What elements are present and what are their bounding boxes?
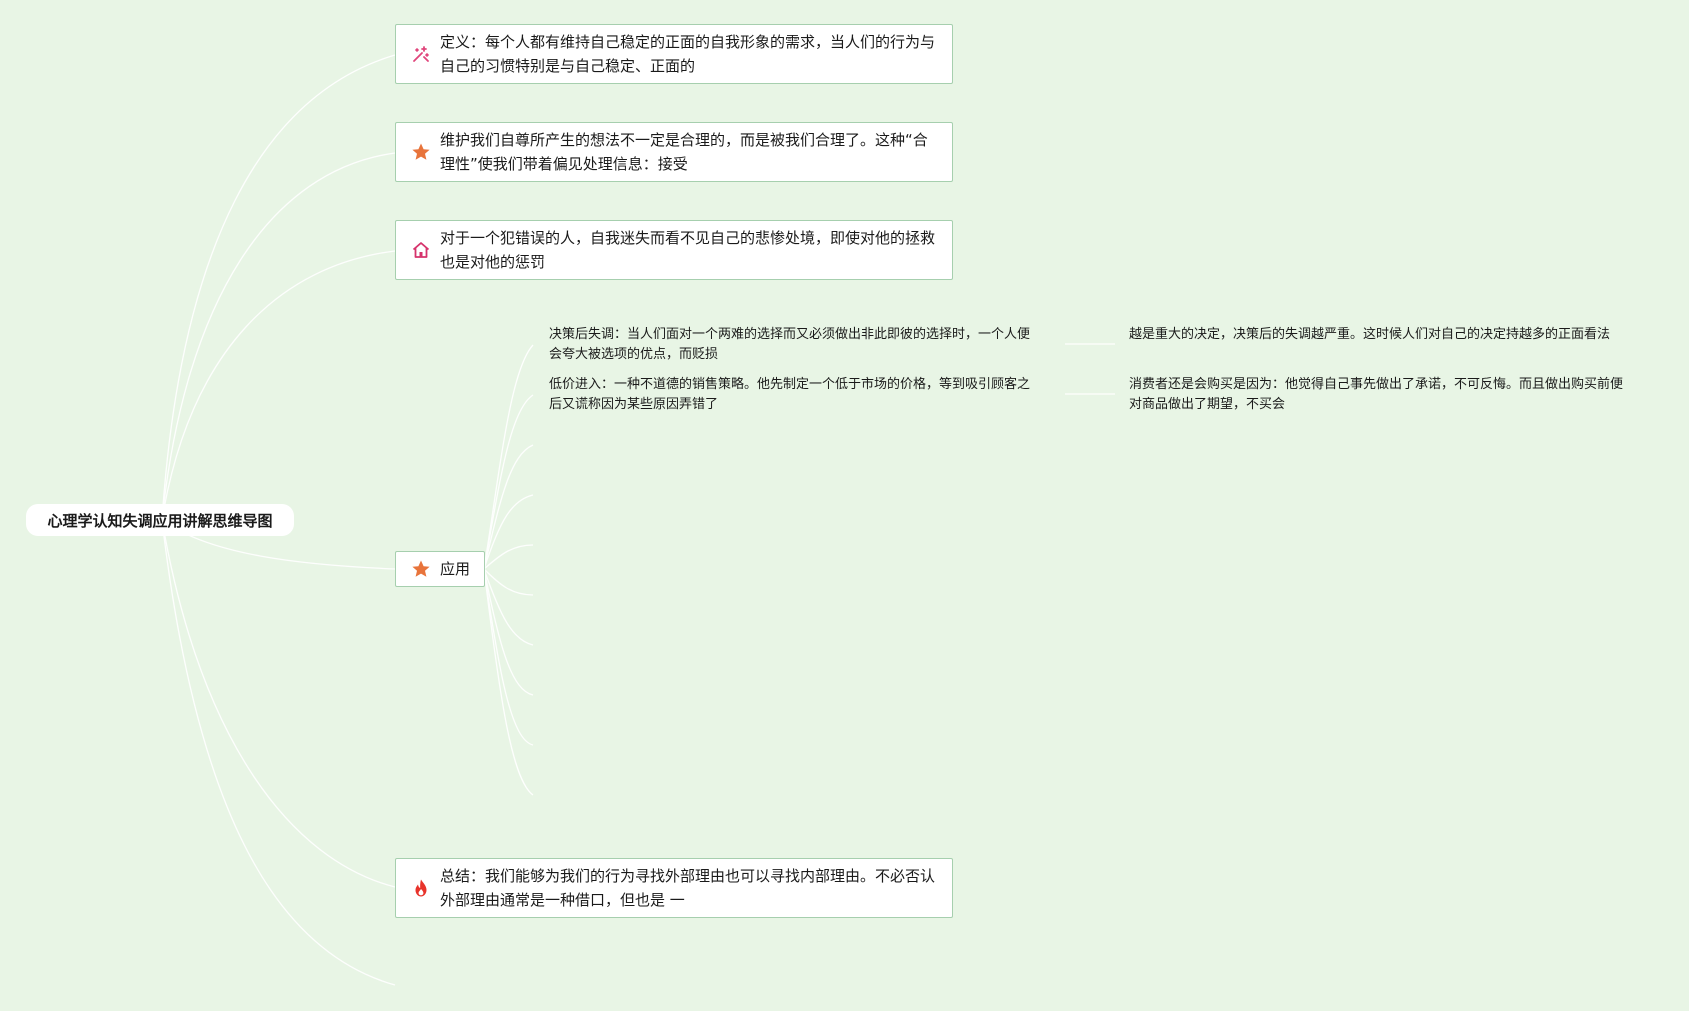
topic-application-label: 应用 xyxy=(440,560,471,578)
subtopic-low-ball-technique-label: 低价进入：一种不道德的销售策略。他先制定一个低于市场的价格，等到吸引顾客之后又谎… xyxy=(549,377,1031,412)
home-icon xyxy=(410,239,432,261)
topic-definition-label: 定义：每个人都有维持自己稳定的正面的自我形象的需求，当人们的行为与自己的习惯特别… xyxy=(440,33,936,75)
link-application-child-9 xyxy=(483,568,534,746)
detail-low-ball-technique[interactable]: 消费者还是会购买是因为：他觉得自己事先做出了承诺，不可反悔。而且做出购买前便对商… xyxy=(1129,375,1623,415)
link-root-offscreen xyxy=(161,519,396,986)
link-root-summary xyxy=(161,519,396,888)
topic-rationality[interactable]: 维护我们自尊所产生的想法不一定是合理的，而是被我们合理了。这种“合理性”使我们带… xyxy=(395,122,953,182)
topic-self-loss-label: 对于一个犯错误的人，自我迷失而看不见自己的悲惨处境，即使对他的拯救也是对他的惩罚 xyxy=(440,229,936,271)
link-root-rationality xyxy=(161,152,396,521)
detail-post-decision-dissonance[interactable]: 越是重大的决定，决策后的失调越严重。这时候人们对自己的决定持越多的正面看法 xyxy=(1129,325,1623,345)
link-root-definition xyxy=(161,54,396,521)
link-application-child-7 xyxy=(483,568,534,646)
root-topic-label: 心理学认知失调应用讲解思维导图 xyxy=(47,511,273,530)
link-application-child-10 xyxy=(483,568,534,796)
detail-low-ball-technique-label: 消费者还是会购买是因为：他觉得自己事先做出了承诺，不可反悔。而且做出购买前便对商… xyxy=(1129,377,1624,412)
subtopic-low-ball-technique[interactable]: 低价进入：一种不道德的销售策略。他先制定一个低于市场的价格，等到吸引顾客之后又谎… xyxy=(549,375,1041,415)
topic-application[interactable]: 应用 xyxy=(395,551,485,587)
link-application-child-2 xyxy=(483,394,534,570)
link-application-child-4 xyxy=(483,494,534,570)
link-application-child-8 xyxy=(483,568,534,696)
subtopic-post-decision-dissonance-label: 决策后失调：当人们面对一个两难的选择而又必须做出非此即彼的选择时，一个人便会夸大… xyxy=(549,327,1031,362)
topic-rationality-label: 维护我们自尊所产生的想法不一定是合理的，而是被我们合理了。这种“合理性”使我们带… xyxy=(440,131,928,173)
star-icon xyxy=(410,558,432,580)
topic-summary[interactable]: 总结：我们能够为我们的行为寻找外部理由也可以寻找内部理由。不必否认外部理由通常是… xyxy=(395,858,953,918)
link-root-self-loss xyxy=(161,250,396,521)
link-application-child-5 xyxy=(483,544,534,570)
root-topic[interactable]: 心理学认知失调应用讲解思维导图 xyxy=(26,504,294,536)
topic-self-loss[interactable]: 对于一个犯错误的人，自我迷失而看不见自己的悲惨处境，即使对他的拯救也是对他的惩罚 xyxy=(395,220,953,280)
link-application-child-1 xyxy=(483,344,534,570)
topic-definition[interactable]: 定义：每个人都有维持自己稳定的正面的自我形象的需求，当人们的行为与自己的习惯特别… xyxy=(395,24,953,84)
topic-summary-label: 总结：我们能够为我们的行为寻找外部理由也可以寻找内部理由。不必否认外部理由通常是… xyxy=(440,867,936,909)
sparkle-icon xyxy=(410,43,432,65)
detail-post-decision-dissonance-label: 越是重大的决定，决策后的失调越严重。这时候人们对自己的决定持越多的正面看法 xyxy=(1129,327,1611,342)
subtopic-post-decision-dissonance[interactable]: 决策后失调：当人们面对一个两难的选择而又必须做出非此即彼的选择时，一个人便会夸大… xyxy=(549,325,1041,365)
link-application-child-3 xyxy=(483,444,534,570)
fire-icon xyxy=(410,877,432,899)
star-icon xyxy=(410,141,432,163)
link-application-child-6 xyxy=(483,568,534,596)
